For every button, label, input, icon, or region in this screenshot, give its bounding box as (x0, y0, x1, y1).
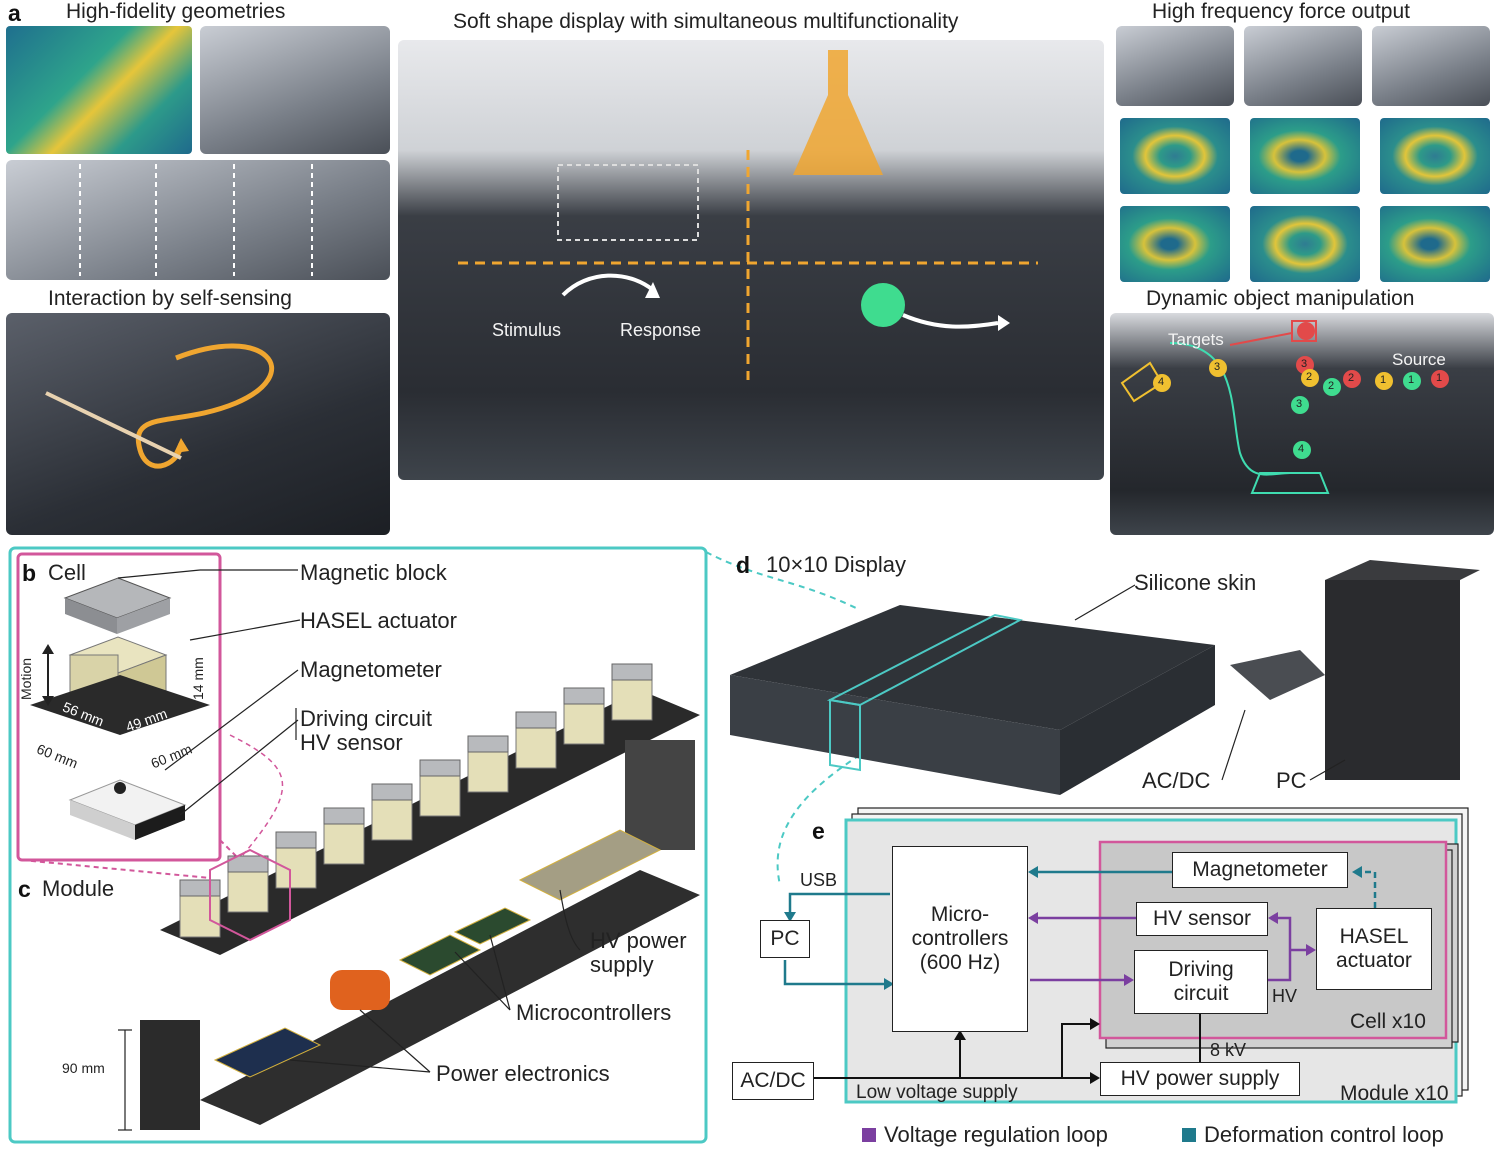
box-driving-line2: circuit (1173, 982, 1229, 1005)
box-hv-sensor: HV sensor (1136, 902, 1268, 936)
label-targets: Targets (1168, 330, 1224, 349)
title-high-frequency: High frequency force output (1152, 0, 1410, 23)
panel-b-title: Cell (48, 560, 86, 585)
label-90mm: 90 mm (62, 1060, 105, 1076)
panel-e-letter: e (812, 818, 825, 844)
box-driving-circuit: Driving circuit (1134, 950, 1268, 1014)
heatmap-freq-5 (1250, 206, 1360, 282)
label-motion: Motion (18, 657, 34, 700)
label-cell-x10: Cell x10 (1350, 1010, 1426, 1033)
box-microcontrollers-line2: controllers (911, 926, 1009, 950)
hello-dividers (79, 164, 313, 276)
interaction-path (45, 343, 275, 469)
box-acdc: AC/DC (732, 1062, 814, 1100)
ball-labels: 4 3 3 2 2 2 1 1 1 3 4 (1110, 313, 1494, 535)
heatmap-freq-3 (1380, 118, 1490, 194)
label-driving-circuit: Driving circuit (300, 706, 433, 731)
title-interaction: Interaction by self-sensing (48, 287, 292, 310)
heatmap-freq-1 (1120, 118, 1230, 194)
module-cell-row (160, 663, 700, 955)
panel-d-letter: d (736, 552, 751, 578)
label-power-electronics: Power electronics (436, 1061, 610, 1086)
photo-center-display (398, 40, 1104, 480)
legend-swatch-voltage (862, 1128, 876, 1142)
lower-frames (8, 546, 1480, 1144)
heatmap-freq-4 (1120, 206, 1230, 282)
ball-label: 2 (1328, 380, 1335, 392)
ball-label: 1 (1408, 374, 1415, 386)
photo-freq-1 (1116, 26, 1234, 106)
label-source: Source (1392, 350, 1446, 369)
box-hasel-actuator: HASEL actuator (1316, 908, 1432, 990)
title-high-fidelity: High-fidelity geometries (66, 0, 286, 23)
ball-label: 4 (1298, 443, 1305, 455)
heatmap-freq-2 (1250, 118, 1360, 194)
panel-d-title: 10×10 Display (766, 552, 907, 577)
box-hasel-line1: HASEL (1339, 924, 1409, 948)
ball-label: 4 (1158, 376, 1165, 388)
label-magnetometer: Magnetometer (300, 657, 442, 682)
panel-c-letter: c (18, 876, 31, 902)
dynamic-overlay (1120, 320, 1449, 494)
photo-freq-2 (1244, 26, 1362, 106)
label-module-x10: Module x10 (1340, 1082, 1449, 1105)
photo-hello (6, 160, 390, 280)
ball-label: 3 (1301, 358, 1308, 370)
label-usb: USB (800, 870, 838, 890)
label-hv: HV (1272, 986, 1298, 1006)
panel-b-letter: b (22, 560, 37, 586)
box-driving-line1: Driving (1168, 957, 1234, 981)
box-microcontrollers-line1: Micro- (930, 902, 990, 926)
title-center: Soft shape display with simultaneous mul… (453, 10, 959, 33)
heatmap-freq-6 (1380, 206, 1490, 282)
label-14mm: 14 mm (190, 657, 206, 700)
label-acdc-d: AC/DC (1142, 768, 1211, 793)
title-dynamic: Dynamic object manipulation (1146, 287, 1415, 310)
label-stimulus: Stimulus (492, 320, 562, 340)
box-pc: PC (760, 920, 810, 958)
center-overlay (458, 50, 1038, 380)
box-hv-power-supply: HV power supply (1100, 1062, 1300, 1096)
box-hasel-line2: actuator (1336, 949, 1412, 972)
label-silicone-skin: Silicone skin (1134, 570, 1257, 595)
ball-label: 2 (1306, 371, 1313, 383)
box-microcontrollers-line3: (600 Hz) (919, 951, 1001, 975)
ball-label: 3 (1214, 361, 1221, 373)
label-response: Response (620, 320, 702, 340)
panel-c-title: Module (42, 876, 115, 901)
ball-label: 1 (1436, 372, 1443, 384)
module-electronics-tray (140, 740, 700, 1130)
label-hasel-actuator: HASEL actuator (300, 608, 457, 633)
photo-dynamic (1110, 313, 1494, 535)
photo-maze (200, 26, 390, 154)
label-hv-power-2: supply (590, 952, 654, 977)
box-microcontrollers: Micro- controllers (600 Hz) (892, 846, 1028, 1032)
display-drawing (730, 560, 1480, 795)
legend-swatch-deformation (1182, 1128, 1196, 1142)
label-magnetic-block: Magnetic block (300, 560, 447, 585)
ball-label: 3 (1296, 398, 1303, 410)
label-hv-power-1: HV power (590, 928, 687, 953)
photo-freq-3 (1372, 26, 1490, 106)
legend-voltage-label: Voltage regulation loop (884, 1122, 1108, 1147)
label-low-voltage: Low voltage supply (856, 1082, 1018, 1103)
legend-deformation-label: Deformation control loop (1204, 1122, 1444, 1147)
box-magnetometer: Magnetometer (1172, 852, 1348, 888)
label-microcontrollers: Microcontrollers (516, 1000, 672, 1025)
label-pc-d: PC (1276, 768, 1307, 793)
heatmap-maze (6, 26, 192, 154)
panel-a-letter: a (8, 0, 21, 26)
label-8kv: 8 kV (1210, 1040, 1247, 1060)
ball-label: 1 (1380, 374, 1387, 386)
ball-label: 2 (1348, 372, 1355, 384)
label-hv-sensor: HV sensor (300, 730, 403, 755)
